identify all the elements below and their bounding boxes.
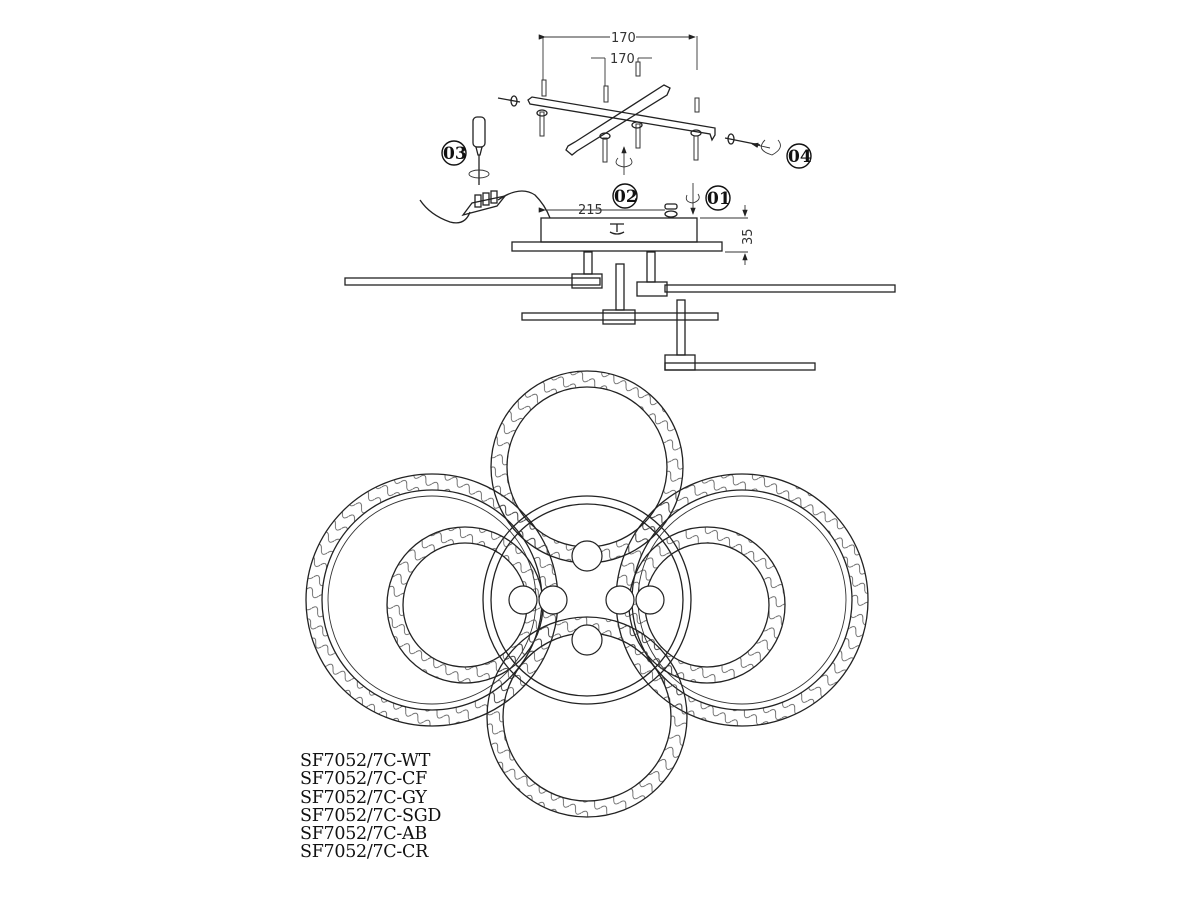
model-number: SF7052/7C-GY: [300, 787, 427, 808]
screwdriver-icon: [468, 116, 490, 185]
dimension-label: 170: [610, 52, 635, 67]
step-label-04: 04: [786, 143, 812, 169]
model-number: SF7052/7C-WT: [300, 751, 431, 771]
step-label-01: 01: [705, 185, 731, 211]
screw-01: [664, 183, 700, 218]
dimension-label: 170: [611, 31, 636, 46]
canopy: 215 35: [511, 203, 756, 265]
step-label-02: 02: [612, 183, 638, 209]
svg-text:04: 04: [788, 147, 812, 167]
model-number: SF7052/7C-SGD: [300, 805, 442, 826]
hub-balls: [508, 540, 665, 656]
dimension-inner-170: 170: [591, 52, 652, 90]
rings-top-view: [305, 370, 869, 818]
svg-text:03: 03: [443, 144, 467, 164]
svg-text:01: 01: [707, 189, 731, 209]
model-number: SF7052/7C-CR: [300, 842, 428, 863]
model-number: SF7052/7C-AB: [300, 824, 427, 845]
terminal-block: [419, 190, 551, 224]
arms-side-view: [344, 251, 896, 371]
ring-top: [490, 370, 684, 564]
step-label-03: 03: [441, 140, 467, 166]
dimension-outer-170: 170: [538, 31, 698, 80]
model-list: SF7052/7C-WT SF7052/7C-CF SF7052/7C-GY S…: [300, 752, 441, 862]
mounting-bracket: [497, 61, 781, 175]
model-number: SF7052/7C-CF: [300, 769, 427, 790]
dimension-label: 35: [741, 228, 756, 245]
ring-center: [482, 495, 692, 705]
dimension-label: 215: [578, 203, 603, 218]
svg-text:02: 02: [614, 187, 638, 207]
